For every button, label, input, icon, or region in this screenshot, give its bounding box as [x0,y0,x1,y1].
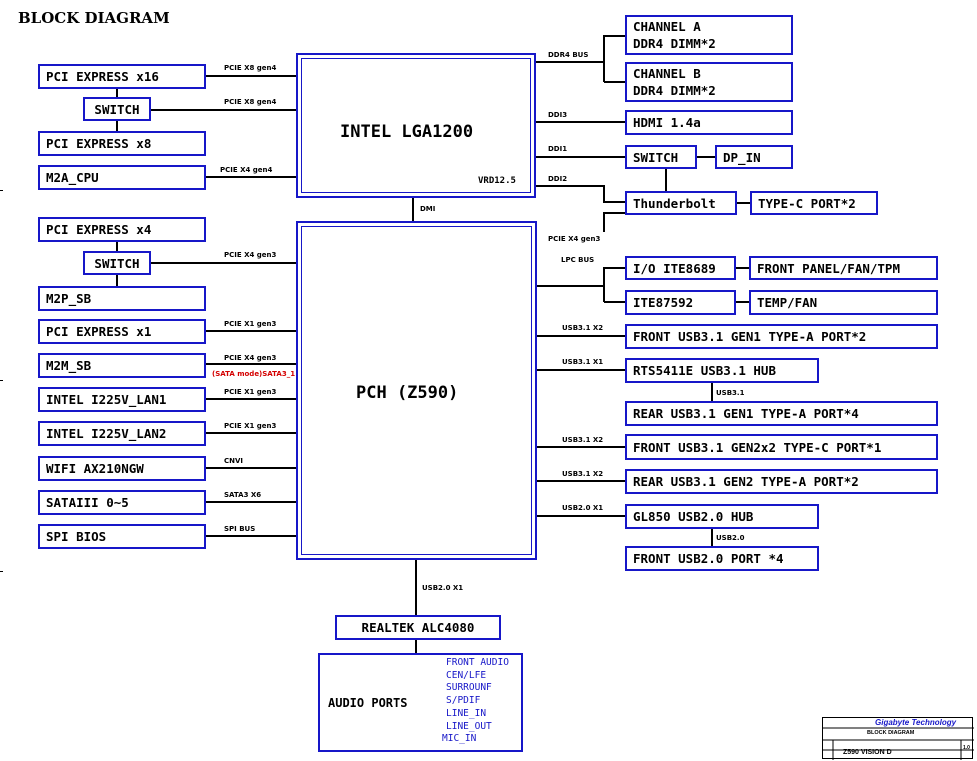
pcie-x4-slot: PCI EXPRESS x4 [38,217,206,242]
front-usb31-gen1-ports: FRONT USB3.1 GEN1 TYPE-A PORT*2 [625,324,938,349]
m2a-cpu-slot: M2A_CPU [38,165,206,190]
temp-fan: TEMP/FAN [749,290,938,315]
sheet-title: BLOCK DIAGRAM [867,730,915,736]
bus-label-usb31-sub: USB3.1 [716,389,745,397]
bus-label-spi-bus: SPI BUS [224,525,256,533]
title-block: Gigabyte Technology BLOCK DIAGRAM Z590 V… [822,717,974,760]
spi-bios-chip: SPI BIOS [38,524,206,549]
pcie-x16-slot: PCI EXPRESS x16 [38,64,206,89]
bus-label-audio-usb20: USB2.0 X1 [422,584,464,592]
bus-label-sata3-x6: SATA3 X6 [224,491,262,499]
channel-a-title: CHANNEL A [633,19,701,34]
audio-port-2: SURROUNF [446,682,492,694]
pch-block [296,221,537,560]
edge-mark-1 [0,190,3,191]
pcie-x1-slot: PCI EXPRESS x1 [38,319,206,344]
rear-usb31-gen1-ports: REAR USB3.1 GEN1 TYPE-A PORT*4 [625,401,938,426]
cpu-label: INTEL LGA1200 [340,122,474,142]
type-c-ports: TYPE-C PORT*2 [750,191,878,215]
dmi-bus-label: DMI [420,205,436,213]
pch-label: PCH (Z590) [356,383,459,403]
audio-port-0: FRONT AUDIO [446,657,509,668]
model-name: Z590 VISION D [843,749,892,756]
bus-label-ddi3: DDI3 [548,111,568,119]
realtek-audio-codec: REALTEK ALC4080 [335,615,501,640]
hdmi-port: HDMI 1.4a [625,110,793,135]
audio-ports-label: AUDIO PORTS [328,695,408,710]
company-name: Gigabyte Technology [875,718,957,727]
bus-label-pcie-x8-gen4-b: PCIE X8 gen4 [224,98,277,106]
edge-mark-3 [0,571,3,572]
bus-label-pcie-x4-gen3-b: PCIE X4 gen3 [224,354,277,362]
channel-b-subtitle: DDR4 DIMM*2 [633,83,716,98]
bus-label-pcie-x4-gen4: PCIE X4 gen4 [220,166,273,174]
dp-in-port: DP_IN [715,145,793,169]
rear-usb31-gen2-ports: REAR USB3.1 GEN2 TYPE-A PORT*2 [625,469,938,494]
edge-mark-2 [0,380,3,381]
m2p-sb-slot: M2P_SB [38,286,206,311]
sata-ports: SATAIII 0~5 [38,490,206,515]
audio-port-3: S/PDIF [446,695,481,707]
lan1-controller: INTEL I225V_LAN1 [38,387,206,412]
bus-label-usb20-sub: USB2.0 [716,534,745,542]
io-ite8689-chip: I/O ITE8689 [625,256,736,280]
bus-label-pcie-x8-gen4-a: PCIE X8 gen4 [224,64,277,72]
bus-label-pcie-x1-gen3-c: PCIE X1 gen3 [224,422,277,430]
bus-label-lpc: LPC BUS [561,256,595,264]
bus-label-ddi1: DDI1 [548,145,568,153]
bus-label-ddr4: DDR4 BUS [548,51,589,59]
bus-label-usb20-x1: USB2.0 X1 [562,504,604,512]
gl850-usb2-hub: GL850 USB2.0 HUB [625,504,819,529]
page-title: BLOCK DIAGRAM [18,9,170,27]
switch-box-2: SWITCH [83,251,151,275]
front-usb31-gen2x2-port: FRONT USB3.1 GEN2x2 TYPE-C PORT*1 [625,434,938,460]
m2m-sb-slot: M2M_SB [38,353,206,378]
lan2-controller: INTEL I225V_LAN2 [38,421,206,446]
channel-a-subtitle: DDR4 DIMM*2 [633,36,716,51]
bus-label-ddi2: DDI2 [548,175,568,183]
bus-label-cnvi: CNVI [224,457,244,465]
audio-port-5: LINE_OUT [446,720,492,732]
channel-a-dimm: CHANNEL A DDR4 DIMM*2 [625,15,793,55]
bus-label-pcie-x4-gen3-a: PCIE X4 gen3 [224,251,277,259]
bus-label-usb31-x1: USB3.1 X1 [562,358,604,366]
bus-label-usb31-x2-c: USB3.1 X2 [562,470,604,478]
bus-label-usb31-x2-a: USB3.1 X2 [562,324,604,332]
bus-label-pcie-x1-gen3-b: PCIE X1 gen3 [224,388,277,396]
pcie-x8-slot: PCI EXPRESS x8 [38,131,206,156]
audio-port-1: CEN/LFE [446,669,487,681]
front-panel-fan-tpm: FRONT PANEL/FAN/TPM [749,256,938,280]
channel-b-dimm: CHANNEL B DDR4 DIMM*2 [625,62,793,102]
revision: 1.0 [963,745,970,751]
front-usb20-ports: FRONT USB2.0 PORT *4 [625,546,819,571]
bus-label-usb31-x2-b: USB3.1 X2 [562,436,604,444]
cpu-vrd-label: VRD12.5 [478,176,516,186]
bus-label-pcie-x4-gen3-tb: PCIE X4 gen3 [548,235,601,243]
ite87592-chip: ITE87592 [625,290,736,315]
wifi-module: WIFI AX210NGW [38,456,206,481]
audio-ports-block: AUDIO PORTS [318,653,523,752]
thunderbolt-controller: Thunderbolt [625,191,737,215]
cpu-block [296,53,536,198]
bus-label-pcie-x1-gen3-a: PCIE X1 gen3 [224,320,277,328]
audio-port-6: MIC_IN [442,733,477,745]
channel-b-title: CHANNEL B [633,66,701,81]
bus-label-sata-mode-note: (SATA mode)SATA3_1 [212,370,296,378]
display-switch: SWITCH [625,145,697,169]
audio-port-4: LINE_IN [446,707,487,719]
rts5411e-usb-hub: RTS5411E USB3.1 HUB [625,358,819,383]
switch-box-1: SWITCH [83,97,151,121]
